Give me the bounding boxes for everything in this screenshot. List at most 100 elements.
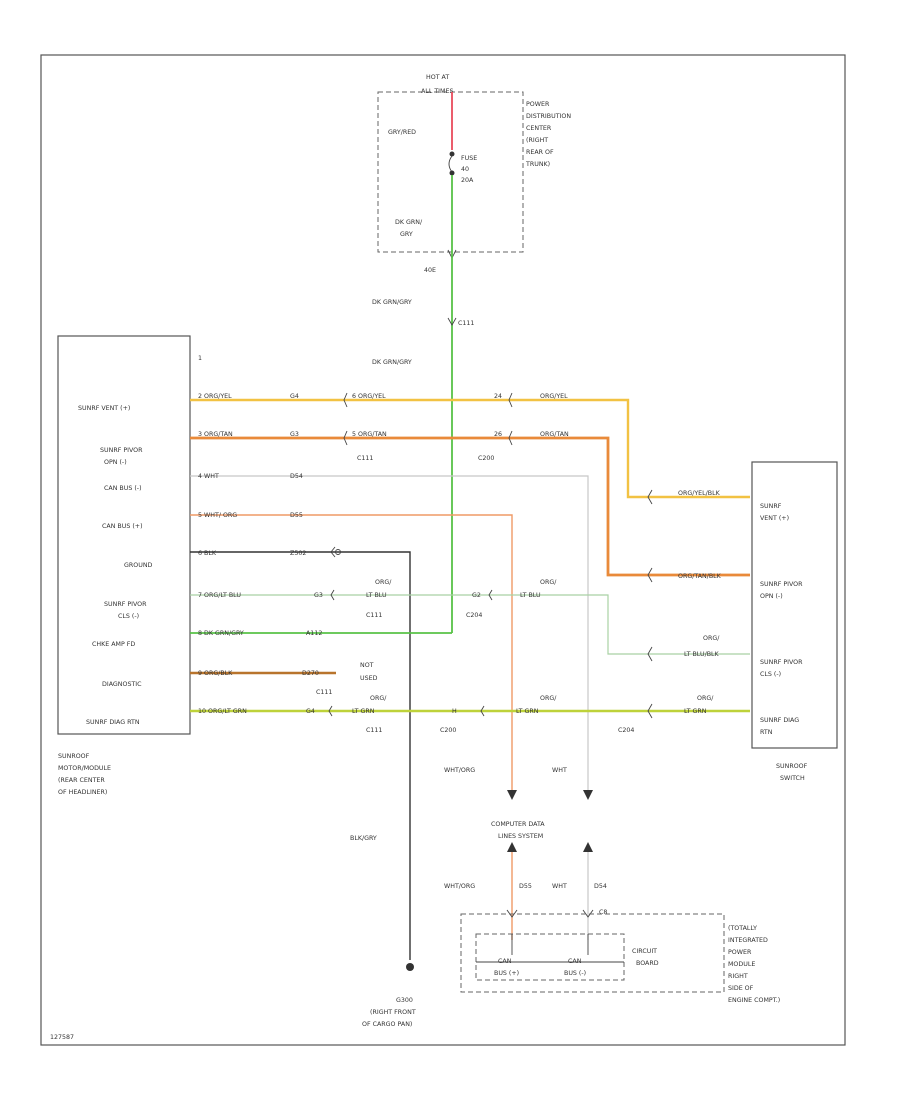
blk-ground-wire <box>190 551 411 960</box>
fuse-terminal-bottom <box>449 170 455 176</box>
switch-opn-wire: ORG/TAN/BLK <box>678 573 722 580</box>
switch-pin-label: SUNRF <box>760 503 782 510</box>
sunroof-module: 1 SUNRF VENT (+) SUNRF PIVOR OPN (-) CAN… <box>57 335 202 735</box>
switch-pin-label: SUNRF PIVOR <box>760 581 803 588</box>
pdc-label-line: CENTER <box>526 125 552 132</box>
org-yel-wire <box>190 398 750 499</box>
switch-pin-label: CLS (-) <box>760 671 781 678</box>
tipm-label: (TOTALLY INTEGRATED POWER MODULE RIGHT S… <box>728 925 780 1004</box>
wire-label: ORG/ <box>540 579 557 586</box>
module-label-line: OF HEADLINER) <box>58 789 107 796</box>
module-pin-one: 1 <box>198 355 202 362</box>
can-wht-label: WHT <box>552 767 567 774</box>
switch-label-1: SUNROOF <box>776 763 808 770</box>
wire-label: 6 ORG/YEL <box>352 393 386 400</box>
module-pin-label: DIAGNOSTIC <box>102 681 142 688</box>
data-lines-arrow-plus <box>507 790 517 800</box>
connector-label: C204 <box>618 727 634 734</box>
wire-label: 5 WHT/ ORG <box>198 512 237 519</box>
wire-label: D54 <box>290 473 303 480</box>
fuse-terminal-top <box>449 151 455 157</box>
tipm-board-1: CIRCUIT <box>632 948 657 955</box>
tipm-label-line: MODULE <box>728 961 755 968</box>
can-lower-wht-org: WHT/ORG <box>444 883 475 890</box>
tipm-can-minus-1: CAN <box>568 958 582 965</box>
pdc-label-line: POWER <box>526 101 550 108</box>
pdc-label-line: REAR OF <box>526 149 554 156</box>
wire-label: 9 ORG/BLK <box>198 670 233 677</box>
switch-pin-label: RTN <box>760 729 773 736</box>
connector-label: C111 <box>357 455 373 462</box>
ground-label-line: OF CARGO PAN) <box>362 1021 412 1028</box>
module-label-line: (REAR CENTER <box>58 777 105 784</box>
can-lower-d54: D54 <box>594 883 607 890</box>
pdc-label-line: DISTRIBUTION <box>526 113 571 120</box>
switch-diag-wire-1: ORG/ <box>697 695 714 702</box>
module-pin-label: CAN BUS (-) <box>104 485 142 492</box>
pdc-wire-bottom-1: DK GRN/ <box>395 219 423 226</box>
switch-diag-connector <box>647 703 653 719</box>
module-pin-label: CHKE AMP FD <box>92 641 135 648</box>
ground-label-line: G300 <box>396 997 413 1004</box>
computer-data-lines-1: COMPUTER DATA <box>491 821 545 828</box>
c200-connector-symbol <box>508 392 513 408</box>
sunroof-module-box <box>57 335 191 735</box>
wire-label: H <box>452 708 457 715</box>
can-lower-wht: WHT <box>552 883 567 890</box>
module-label-line: MOTOR/MODULE <box>58 765 111 772</box>
switch-diag-wire-2: LT GRN <box>684 708 707 715</box>
wire-label: 10 ORG/LT GRN <box>198 708 247 715</box>
pdc-wire-top: GRY/RED <box>388 129 416 136</box>
switch-cls-wire-2: LT BLU/BLK <box>684 651 720 658</box>
c200-connector-symbol <box>508 430 513 446</box>
connector-label: C111 <box>366 612 382 619</box>
figure-id: 127587 <box>50 1034 74 1041</box>
wire-label: 5 ORG/TAN <box>352 431 387 438</box>
module-pin-label: CAN BUS (+) <box>102 523 143 530</box>
wire-label: D270 <box>302 670 319 677</box>
wire-label: ORG/YEL <box>540 393 568 400</box>
wire-label: ORG/ <box>375 579 392 586</box>
fuse-symbol <box>448 155 453 173</box>
tipm-pin: C8 <box>599 909 607 916</box>
ground-label-line: (RIGHT FRONT <box>370 1009 416 1016</box>
wire-label: D55 <box>290 512 303 519</box>
switch-pin-label: SUNRF PIVOR <box>760 659 803 666</box>
wire-label: G2 <box>472 592 481 599</box>
wire-label: 3 ORG/TAN <box>198 431 233 438</box>
module-pin-label: SUNRF PIVOR <box>104 601 147 608</box>
tipm-board-2: BOARD <box>636 960 659 967</box>
switch-pin-label: SUNRF DIAG <box>760 717 799 724</box>
wire-label: G4 <box>290 393 299 400</box>
wire-label: LT GRN <box>352 708 375 715</box>
c111-trunk-connector <box>447 317 457 326</box>
switch-pin-label: OPN (-) <box>760 593 783 600</box>
module-pin-label: SUNRF PIVOR <box>100 447 143 454</box>
fuse-label-3: 20A <box>461 177 474 184</box>
tipm-label-line: RIGHT <box>728 973 748 980</box>
tipm-can-plus-1: CAN <box>498 958 512 965</box>
pdc-label-line: (RIGHT <box>526 137 548 144</box>
wire-label: ORG/ <box>540 695 557 702</box>
org-tan-wire <box>190 436 750 577</box>
ground-splice-symbol <box>330 546 336 558</box>
wht-org-can-plus-wire <box>190 514 513 790</box>
pdc-label: POWER DISTRIBUTION CENTER (RIGHT REAR OF… <box>525 101 571 168</box>
switch-opn-connector <box>647 567 653 583</box>
wire-label: 7 ORG/LT BLU <box>198 592 241 599</box>
wire-label: USED <box>360 675 378 682</box>
wire-label: 26 <box>494 431 502 438</box>
wht-can-minus-wire <box>190 475 589 790</box>
wire-label: 24 <box>494 393 502 400</box>
sunroof-switch-box <box>751 461 838 749</box>
tipm-label-line: (TOTALLY <box>728 925 757 932</box>
tipm-label-line: INTEGRATED <box>728 937 768 944</box>
wire-label: G3 <box>314 592 323 599</box>
circuit-board-outline <box>475 933 625 981</box>
org-lt-blu-wire <box>190 594 750 655</box>
sunroof-module-label: SUNROOF MOTOR/MODULE (REAR CENTER OF HEA… <box>58 753 111 796</box>
tipm-outline <box>460 913 725 993</box>
wire-label: LT GRN <box>516 708 539 715</box>
sunroof-switch: SUNRF VENT (+) SUNRF PIVOR OPN (-) SUNRF… <box>751 461 838 749</box>
